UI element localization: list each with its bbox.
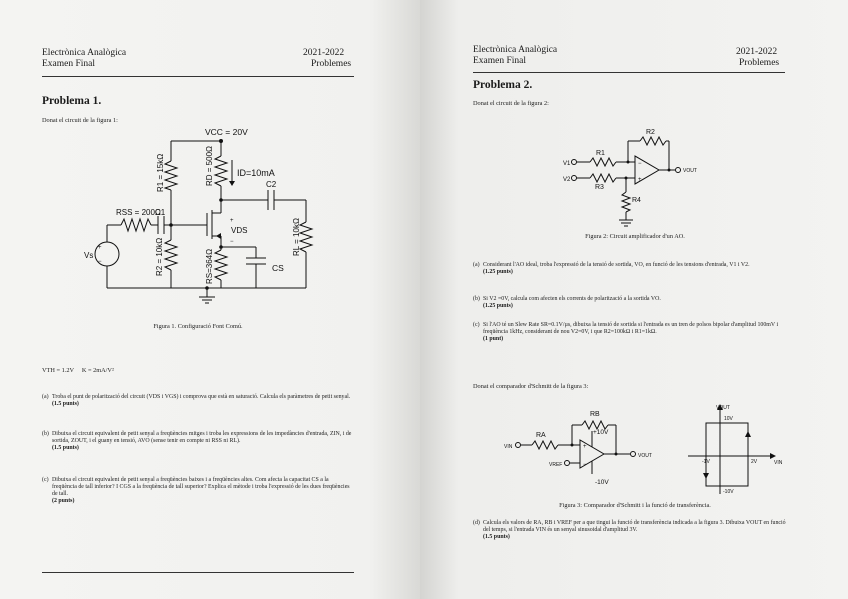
fig2-r3-label: R3 xyxy=(595,184,604,191)
fig1-c1-label: C1 xyxy=(155,208,166,217)
fig1-vcc-label: VCC = 20V xyxy=(205,127,248,137)
fig3-rb-label: RB xyxy=(590,411,600,418)
header-rule xyxy=(42,76,354,77)
question-text: Considerant l'AO ideal, troba l'expressi… xyxy=(483,262,750,268)
question-text: Si V2 =0V, calcula com afecten els corre… xyxy=(483,296,661,302)
fig1-vds-label: VDS xyxy=(231,226,247,235)
fig1-vds-plus: + xyxy=(230,218,234,224)
question-label: (b) xyxy=(473,296,480,302)
question-text: Troba el punt de polarització del circui… xyxy=(52,394,351,400)
question-text: Si l'AO té un Slew Rate SR=0.1V/µs, dibu… xyxy=(483,322,779,335)
fig3-plus10-label: +10V xyxy=(593,429,609,436)
problem-title: Problema 1. xyxy=(42,95,102,107)
question-label: (c) xyxy=(42,477,49,483)
graph-minus1v-label: -1V xyxy=(702,459,710,465)
fig1-r1-label: R1 = 15kΩ xyxy=(156,154,165,192)
fig1-id-label: ID=10mA xyxy=(237,168,275,178)
header-type: Problemes xyxy=(311,59,352,69)
fig2-vout-label: VOUT xyxy=(683,168,697,174)
fig2-r1-label: R1 xyxy=(596,150,605,157)
footer-rule xyxy=(42,572,354,573)
question-points: (1.25 punts) xyxy=(483,268,513,275)
fig1-vs-label: Vs xyxy=(84,251,93,260)
question-2c: (c) Si l'AO té un Slew Rate SR=0.1V/µs, … xyxy=(473,322,791,362)
graph-vout-label: VOUT xyxy=(716,405,730,411)
fig3-opamp-plus: + xyxy=(583,444,587,450)
fig2-v1-label: V1 xyxy=(563,161,571,167)
fig2-v2-label: V2 xyxy=(563,177,571,183)
graph-10v-label: 10V xyxy=(724,416,734,422)
fig1-rs-label: RS=364Ω xyxy=(205,249,214,284)
graph-minus10v-label: -10V xyxy=(723,489,734,495)
question-1b: (b) Dibuixa el circuit equivalent de pet… xyxy=(42,431,354,469)
fig1-rd-label: RD = 500Ω xyxy=(205,146,214,186)
fig2-opamp-minus: − xyxy=(638,161,642,167)
question-label: (a) xyxy=(42,394,49,400)
problem-title: Problema 2. xyxy=(473,79,533,91)
figure-1-caption: Figura 1. Configuració Font Comú. xyxy=(153,323,243,330)
graph-vin-label: VIN xyxy=(774,460,783,466)
fig3-vin-label: VIN xyxy=(504,444,513,450)
fig1-cs-label: CS xyxy=(272,263,284,273)
fig3-minus10-label: -10V xyxy=(595,479,609,486)
problem-2-intro-fig3: Donat el comparador d'Schmitt de la figu… xyxy=(473,383,589,390)
fig1-rl-label: RL = 10kΩ xyxy=(292,218,301,256)
question-points: (1.5 punts) xyxy=(483,533,510,540)
fig1-vds-minus: − xyxy=(230,239,234,245)
figure-3-transfer-graph: VOUT 10V -1V 2V VIN -10V xyxy=(688,404,783,495)
fig3-opamp-minus: − xyxy=(583,462,587,468)
header-exam: Examen Final xyxy=(42,59,96,69)
header-course: Electrònica Analògica xyxy=(42,48,127,58)
fet-params: VTH = 1.2V K = 2mA/V² xyxy=(42,367,114,374)
problem-intro: Donat el circuit de la figura 1: xyxy=(42,117,118,124)
header-year: 2021-2022 xyxy=(736,47,778,57)
figure-3-circuit: + − RB RA VIN VREF +10V -10V VOUT xyxy=(504,411,652,486)
fig2-opamp-plus: + xyxy=(638,177,642,183)
question-1c: (c) Dibuixa el circuit equivalent de pet… xyxy=(42,477,354,517)
header-rule xyxy=(473,72,785,73)
question-points: (2 punts) xyxy=(52,497,75,504)
fig2-r4-label: R4 xyxy=(632,197,641,204)
fig1-vs-minus: − xyxy=(98,259,102,265)
question-points: (1.25 punts) xyxy=(483,302,513,309)
problem-intro: Donat el circuit de la figura 2: xyxy=(473,100,549,107)
fig3-vref-label: VREF xyxy=(549,462,562,468)
header-type: Problemes xyxy=(739,58,780,68)
question-label: (b) xyxy=(42,431,49,437)
figure-2-caption: Figura 2: Circuit amplificador d'un AO. xyxy=(585,233,685,240)
fig1-r2-label: R2 = 10kΩ xyxy=(155,238,164,276)
figure-2-circuit: − + R2 R1 V1 V2 R3 R4 VOUT xyxy=(563,129,697,227)
fig1-vs-plus: + xyxy=(98,245,102,251)
question-2b: (b) Si V2 =0V, calcula com afecten els c… xyxy=(473,296,791,314)
fig3-vout-label: VOUT xyxy=(638,453,652,459)
fig1-c2-label: C2 xyxy=(266,180,277,189)
question-label: (a) xyxy=(473,262,480,268)
fig1-rss-label: RSS = 200Ω xyxy=(116,208,161,217)
fig2-r2-label: R2 xyxy=(646,129,655,136)
question-points: (1 punt) xyxy=(483,335,504,342)
question-text: Dibuixa el circuit equivalent de petit s… xyxy=(52,431,352,444)
header-course: Electrònica Analògica xyxy=(473,45,558,55)
header-year: 2021-2022 xyxy=(303,48,345,58)
question-text: Calcula els valors de RA, RB i VREF per … xyxy=(483,520,786,533)
right-page: Electrònica Analògica Examen Final 2021-… xyxy=(420,0,848,599)
question-2a: (a) Considerant l'AO ideal, troba l'expr… xyxy=(473,262,791,288)
question-text: Dibuixa el circuit equivalent de petit s… xyxy=(52,477,350,497)
fig3-ra-label: RA xyxy=(536,432,546,439)
question-points: (1.5 punts) xyxy=(52,444,79,451)
graph-2v-label: 2V xyxy=(751,459,758,465)
left-page: Electrònica Analògica Examen Final 2021-… xyxy=(0,0,420,599)
figure-1-circuit: + − + − VCC = 20V R1 = 15kΩ RD = 500Ω ID… xyxy=(84,127,314,304)
question-label: (c) xyxy=(473,322,480,328)
figure-3-caption: Figura 3: Comparador d'Schmitt i la func… xyxy=(559,502,711,509)
question-points: (1.5 punts) xyxy=(52,400,79,407)
header-exam: Examen Final xyxy=(473,56,527,66)
question-2d: (d) Calcula els valors de RA, RB i VREF … xyxy=(473,520,791,560)
question-label: (d) xyxy=(473,520,480,526)
question-1a: (a) Troba el punt de polarització del ci… xyxy=(42,394,354,420)
